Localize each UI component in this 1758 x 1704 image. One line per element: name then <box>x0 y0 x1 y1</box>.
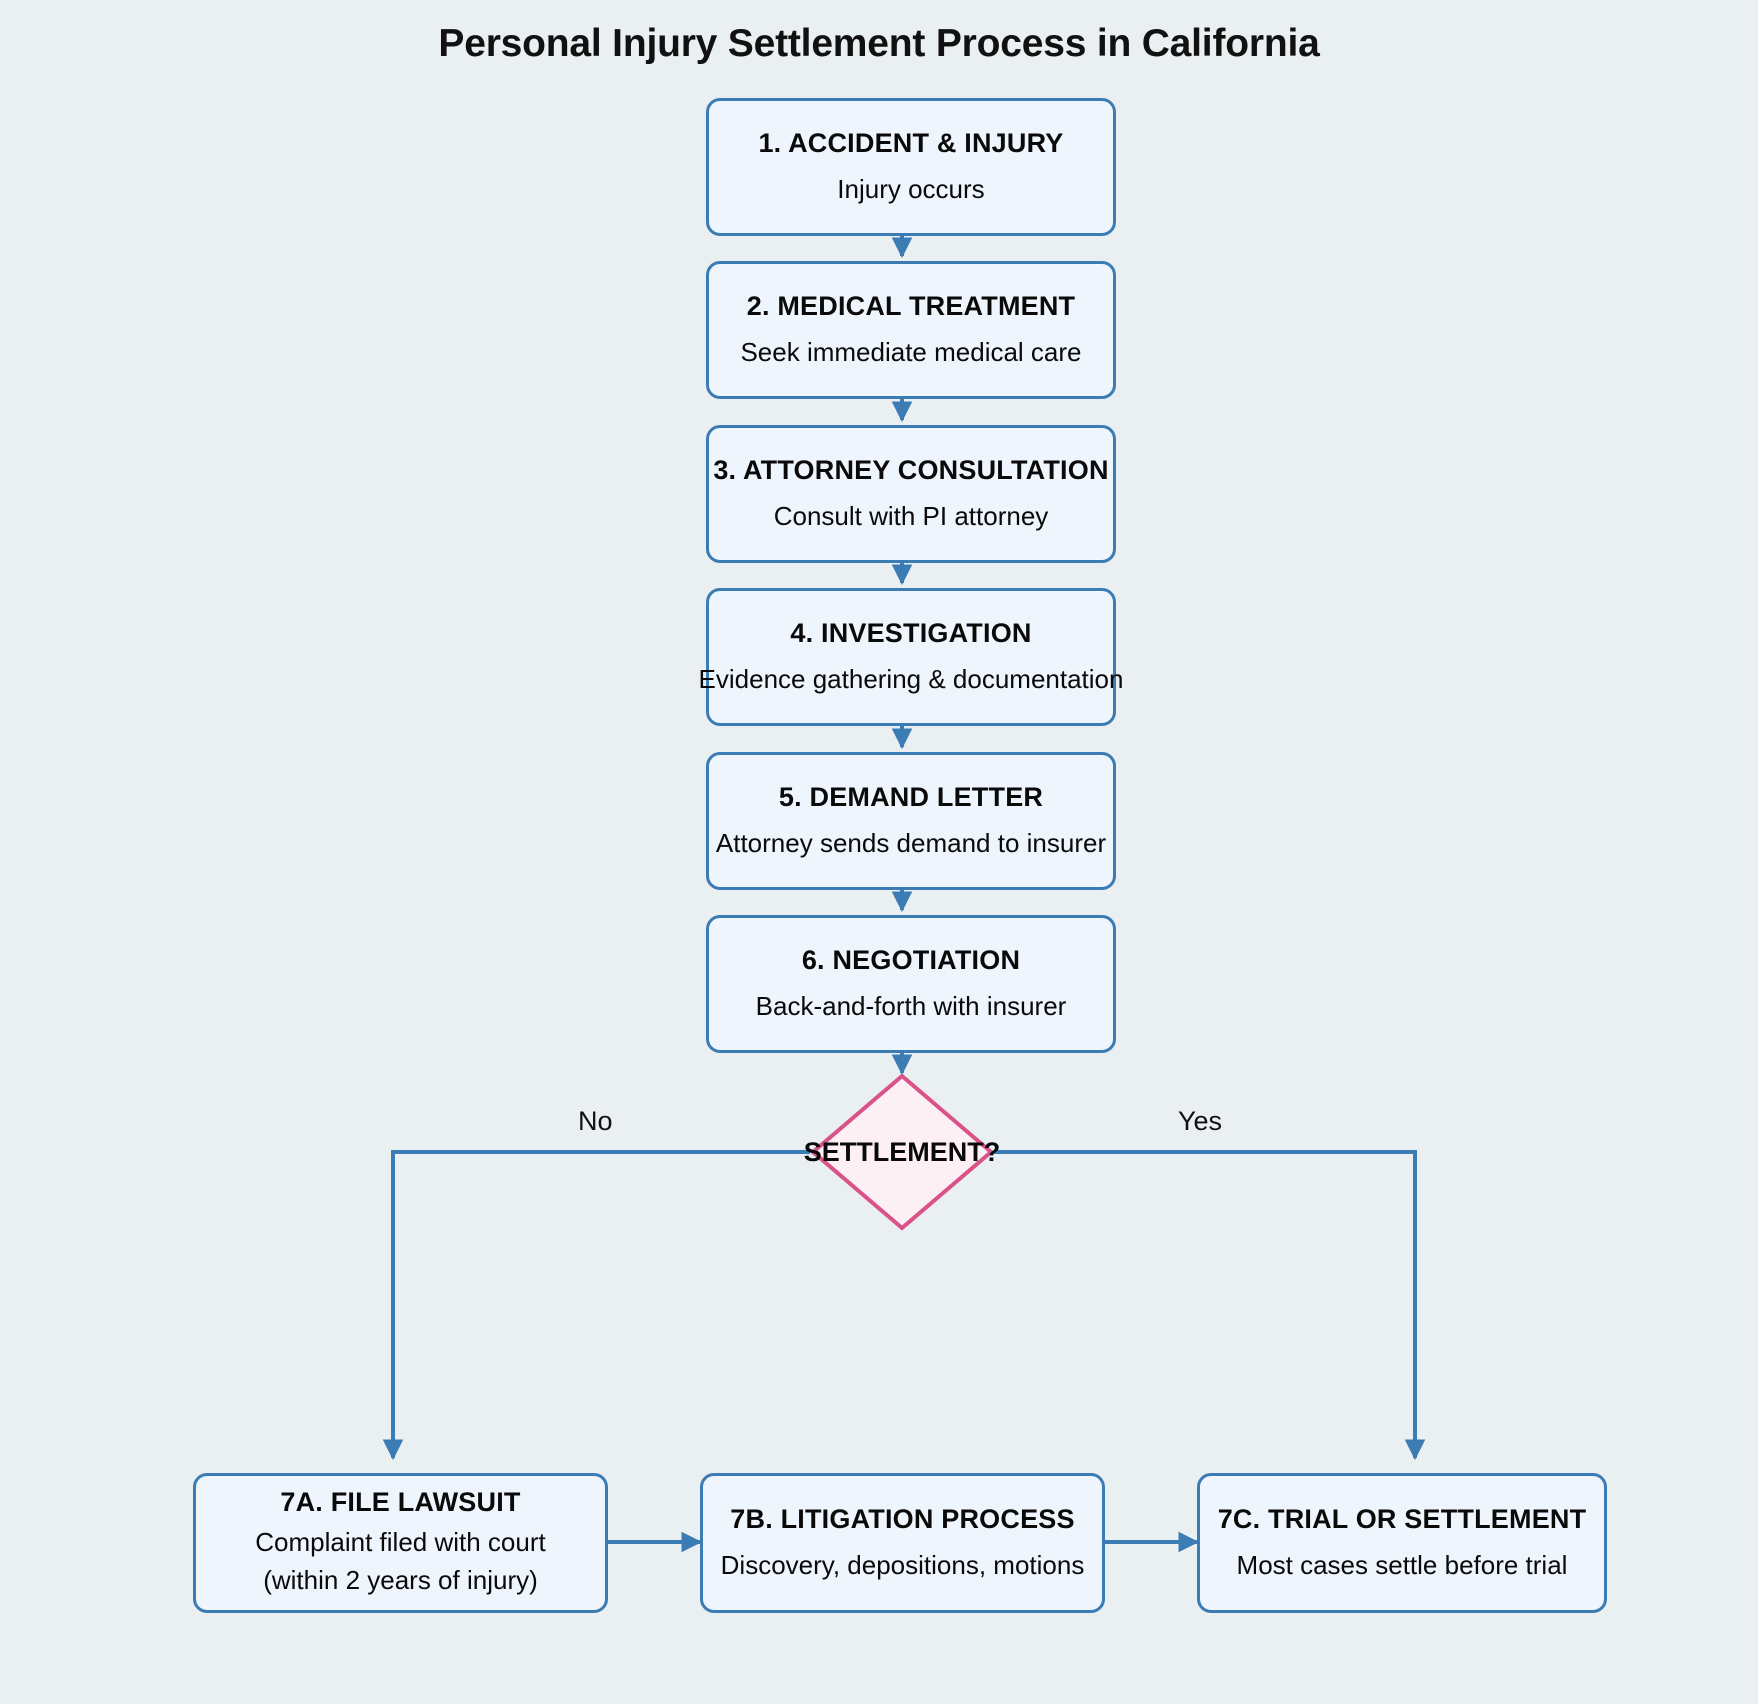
node-title: 3. ATTORNEY CONSULTATION <box>713 454 1109 485</box>
node-description: Evidence gathering & documentation <box>698 663 1124 694</box>
node-title: 2. MEDICAL TREATMENT <box>746 290 1076 321</box>
node-description: Injury occurs <box>837 173 985 204</box>
node-description: Complaint filed with court <box>255 1526 546 1557</box>
edge-settlement-step7c <box>994 1150 1426 1461</box>
node-step7a[interactable]: 7A. FILE LAWSUIT Complaint filed with co… <box>193 1473 608 1613</box>
edge-label-yes: Yes <box>1178 1106 1223 1136</box>
node-step7b[interactable]: 7B. LITIGATION PROCESS Discovery, deposi… <box>700 1473 1105 1613</box>
node-title: 7C. TRIAL OR SETTLEMENT <box>1217 1503 1587 1534</box>
page-title: Personal Injury Settlement Process in Ca… <box>438 22 1320 65</box>
node-description: Back-and-forth with insurer <box>755 990 1067 1021</box>
node-step6[interactable]: 6. NEGOTIATION Back-and-forth with insur… <box>706 915 1116 1053</box>
node-settlement-decision[interactable]: SETTLEMENT? <box>804 1073 1000 1231</box>
node-step1[interactable]: 1. ACCIDENT & INJURY Injury occurs <box>706 98 1116 236</box>
node-description: Discovery, depositions, motions <box>720 1549 1085 1580</box>
edge-settlement-step7a <box>382 1150 810 1461</box>
node-step3[interactable]: 3. ATTORNEY CONSULTATION Consult with PI… <box>706 425 1116 563</box>
node-title: 7A. FILE LAWSUIT <box>280 1486 521 1517</box>
node-description: Attorney sends demand to insurer <box>715 827 1107 858</box>
decision-label: SETTLEMENT? <box>803 1136 1001 1167</box>
node-title: 5. DEMAND LETTER <box>778 781 1044 812</box>
node-title: 6. NEGOTIATION <box>801 944 1021 975</box>
node-step7c[interactable]: 7C. TRIAL OR SETTLEMENT Most cases settl… <box>1197 1473 1607 1613</box>
node-title: 4. INVESTIGATION <box>790 617 1032 648</box>
edge-label-no: No <box>578 1106 613 1136</box>
node-step4[interactable]: 4. INVESTIGATION Evidence gathering & do… <box>699 588 1123 726</box>
node-description-line2: (within 2 years of injury) <box>263 1564 538 1595</box>
node-step2[interactable]: 2. MEDICAL TREATMENT Seek immediate medi… <box>706 261 1116 399</box>
node-title: 7B. LITIGATION PROCESS <box>730 1503 1075 1534</box>
node-description: Most cases settle before trial <box>1236 1549 1568 1580</box>
diamond-shape <box>810 1073 994 1231</box>
node-step5[interactable]: 5. DEMAND LETTER Attorney sends demand t… <box>706 752 1116 890</box>
node-description: Seek immediate medical care <box>740 336 1082 367</box>
node-description: Consult with PI attorney <box>773 500 1049 531</box>
node-title: 1. ACCIDENT & INJURY <box>758 127 1064 158</box>
